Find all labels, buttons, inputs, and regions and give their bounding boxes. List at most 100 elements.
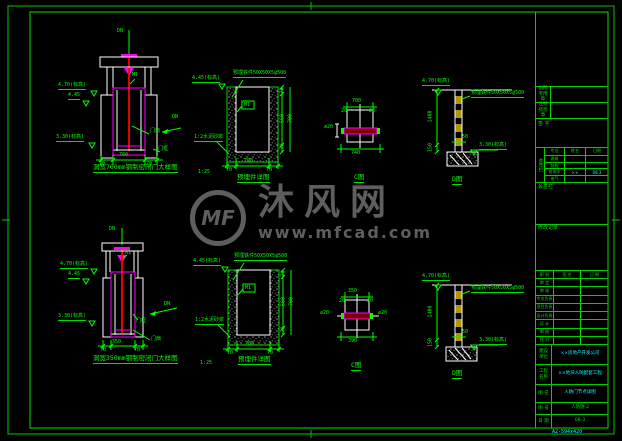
c700-dim-top: 700 xyxy=(352,98,362,104)
c700-detail-drawing xyxy=(335,102,384,153)
d350-dim-height: 1400 xyxy=(427,305,434,318)
personnel-role-cell: 专业负责 xyxy=(536,295,554,304)
personnel-header-role: 职 别 xyxy=(536,271,554,280)
d700-dim-base: 150 xyxy=(427,142,434,153)
d700-dim-height: 1400 xyxy=(427,110,434,123)
door350-drawing-title: 洞宽350mm钢制密闭门大样图 xyxy=(93,354,178,364)
c700-dim-end-right: 20 xyxy=(369,108,376,114)
door700-drawing-title: 洞宽700mm钢制密闭门大样图 xyxy=(93,163,178,173)
personnel-role-cell: 设计负责 xyxy=(536,312,554,321)
door350-frame-leader-label: 门框 xyxy=(136,318,147,324)
d350-elevation-top-label: 4.70(标高) xyxy=(422,273,451,281)
door700-elevation-mid-label: 4.45 xyxy=(68,92,81,100)
huiqian-header-cell: 日期 xyxy=(593,148,601,154)
door350-dim-side-left: 70 xyxy=(100,347,107,353)
huiqian-side-label: 会签栏 xyxy=(536,148,545,182)
d350-dim-base: 150 xyxy=(427,337,434,348)
embed350-note-label: 预埋铁件50X50X5@500 xyxy=(234,253,288,261)
sheet-number-value: 人防施-2 xyxy=(571,405,589,411)
embed350-mark-label: M1 xyxy=(245,285,252,291)
personnel-sign-cell xyxy=(554,312,581,321)
project-name-label: 工程名称 xyxy=(536,365,552,384)
huiqian-caption: 会签栏 xyxy=(538,184,554,190)
watermark-site-url: www.mfcad.com xyxy=(258,223,432,243)
owner-value: ××房地产开发公司 xyxy=(560,351,600,357)
door700-dim-width: 700 xyxy=(119,152,129,158)
personnel-sign-cell xyxy=(554,320,581,329)
stamp-row-label: 出图专用章 xyxy=(536,86,551,102)
sheet-number-row: 图 号 人防施-2 xyxy=(536,403,608,415)
embed350-dim-side-left: 70 xyxy=(227,350,234,356)
d350-detail-drawing xyxy=(432,282,512,362)
door700-dim-side-right: 70 xyxy=(146,161,153,167)
personnel-date-cell xyxy=(581,296,608,304)
c350-dim-bottom: 390 xyxy=(348,338,358,344)
mfcad-logo-icon: MF xyxy=(190,190,246,246)
d350-note-label: 预埋铁件50X50X5@500 xyxy=(471,285,525,293)
embed700-plan-drawing xyxy=(215,79,291,169)
personnel-role-cell: 制 图 xyxy=(536,328,554,337)
embed350-dim-v-total: 700 xyxy=(288,296,295,307)
embed350-dim-v-bottom: 70 xyxy=(280,326,287,333)
personnel-table: 职 别 签 名 日 期 审 定 审 核 专业负责 项目负责 设计负责 设 计 制… xyxy=(536,270,608,345)
door700-leaf-leader-label: 门扇 xyxy=(150,128,161,134)
license-row-box xyxy=(551,103,608,118)
embed350-elevation-label: 4.45(标高) xyxy=(193,258,222,266)
door700-frame-leader-label: 门框 xyxy=(158,146,169,152)
date-value: 08-3 xyxy=(574,418,586,424)
d700-drawing-title: D图 xyxy=(452,175,463,185)
personnel-sign-cell xyxy=(554,279,581,288)
embed350-drawing-title: 预埋件详图 xyxy=(238,355,271,365)
c700-dim-end-left: 20 xyxy=(341,108,348,114)
c350-detail-drawing xyxy=(337,292,379,341)
embed350-dim-width: 700 xyxy=(245,341,255,347)
d700-elevation-bottom-label: 3.30(标高) xyxy=(479,142,508,150)
embed700-dim-v-top: 70 xyxy=(279,87,286,94)
huiqian-cell: 电气 xyxy=(545,175,565,182)
d700-elevation-top-label: 4.70(标高) xyxy=(422,78,451,86)
personnel-sign-cell xyxy=(554,328,581,337)
huiqian-cell xyxy=(565,161,586,169)
door350-leaf-leader-label: 门扇 xyxy=(151,336,162,342)
embed700-dim-side-right: 70 xyxy=(266,167,273,173)
d700-detail-drawing xyxy=(432,87,512,167)
huiqian-cell: 给排水 xyxy=(545,168,565,176)
embed700-elevation-label: 4.45(标高) xyxy=(192,75,221,83)
personnel-sign-cell xyxy=(554,295,581,304)
c700-bar-label: ∅20 xyxy=(324,124,334,130)
huiqian-cell: ×× xyxy=(565,168,586,176)
personnel-date-cell xyxy=(581,329,608,337)
personnel-role-cell: 审 核 xyxy=(536,287,554,296)
huiqian-header-cell: 姓名 xyxy=(565,148,586,155)
embed700-dim-width: 700 xyxy=(244,158,254,164)
personnel-sign-cell xyxy=(554,287,581,296)
license-row-label: 注册师签章 xyxy=(536,102,551,118)
door700-dim-side-left: 70 xyxy=(99,161,106,167)
door700-side-mark-label: DN xyxy=(172,114,179,120)
personnel-sign-cell xyxy=(554,336,581,345)
c700-drawing-title: C图 xyxy=(354,173,365,183)
c700-dim-bottom: 740 xyxy=(351,150,361,156)
embed350-plan-drawing xyxy=(216,262,292,352)
door350-elevation-mid-label: 4.45 xyxy=(68,271,81,279)
door350-dim-side-right: 70 xyxy=(134,347,141,353)
embed700-dim-side-left: 70 xyxy=(226,167,233,173)
c350-dim-end-left: 20 xyxy=(339,298,346,304)
embed700-drawing-title: 预埋件详图 xyxy=(237,173,270,183)
personnel-role-cell: 审 定 xyxy=(536,279,554,288)
watermark-site-name: 沐风网 xyxy=(258,182,397,223)
door350-mark-label: M1 xyxy=(125,250,132,256)
door700-elevation-drawing xyxy=(82,30,182,165)
huiqian-cell: 建筑 xyxy=(545,154,565,162)
door350-dim-width: 350 xyxy=(112,339,122,345)
huiqian-cell xyxy=(565,154,586,162)
sheet-name-row: 图 名 人防门节点详图 xyxy=(536,385,608,403)
door350-side-mark-label: DN xyxy=(164,301,171,307)
license-row: 注册师签章 xyxy=(536,102,608,119)
d350-elevation-bottom-label: 3.30(标高) xyxy=(479,337,508,345)
embed700-dim-v-bottom: 70 xyxy=(279,143,286,150)
door350-elevation-top-label: 4.70(标高) xyxy=(60,261,89,269)
project-row: 工程名称 ××地块人防配套工程 xyxy=(536,365,608,385)
sheet-name-value: 人防门节点详图 xyxy=(564,390,596,396)
paper-size-label: A2-594x420 xyxy=(552,429,583,435)
